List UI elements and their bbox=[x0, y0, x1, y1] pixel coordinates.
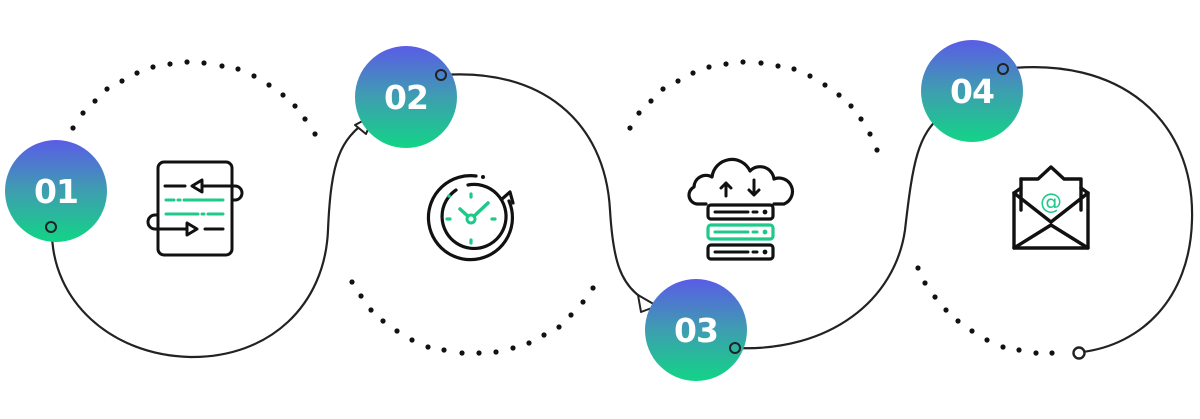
ring-start-02 bbox=[435, 69, 447, 81]
svg-text:@: @ bbox=[1040, 190, 1062, 215]
step-03-circle bbox=[645, 279, 747, 381]
step-01-number: 01 bbox=[34, 171, 79, 211]
step-02-circle bbox=[355, 46, 457, 148]
dotted-arc-2 bbox=[349, 279, 596, 356]
clock-refresh-icon bbox=[426, 174, 515, 262]
ring-start-03 bbox=[729, 342, 741, 354]
step-02-number: 02 bbox=[384, 77, 429, 117]
dotted-arc-1 bbox=[70, 59, 318, 137]
dotted-arc-3 bbox=[627, 59, 880, 153]
step-01-circle bbox=[5, 140, 107, 242]
connector-2-3 bbox=[442, 73, 646, 301]
email-open-at-icon: @ bbox=[1012, 165, 1090, 250]
dotted-arc-4 bbox=[915, 265, 1055, 356]
step-04-circle bbox=[921, 40, 1023, 142]
connector-1-2 bbox=[50, 119, 369, 359]
arrowheads bbox=[354, 109, 951, 313]
step-circles bbox=[5, 40, 1023, 381]
step-04-number: 04 bbox=[950, 71, 995, 111]
cloud-server-sync-icon bbox=[687, 157, 795, 261]
step-04-badge: 04 bbox=[920, 39, 1024, 143]
connector-3-4 bbox=[735, 114, 943, 350]
ring-start-04 bbox=[997, 63, 1009, 75]
document-exchange-icon bbox=[146, 160, 244, 257]
ring-end bbox=[1072, 346, 1086, 360]
connector-4-end bbox=[1002, 66, 1194, 354]
endpoint-rings bbox=[45, 63, 1086, 360]
dotted-arcs bbox=[70, 59, 1055, 356]
step-02-badge: 02 bbox=[354, 45, 458, 149]
connector-paths bbox=[50, 66, 1194, 359]
step-03-number: 03 bbox=[674, 310, 719, 350]
ring-start-01 bbox=[45, 221, 57, 233]
step-03-badge: 03 bbox=[644, 278, 748, 382]
step-01-badge: 01 bbox=[4, 139, 108, 243]
